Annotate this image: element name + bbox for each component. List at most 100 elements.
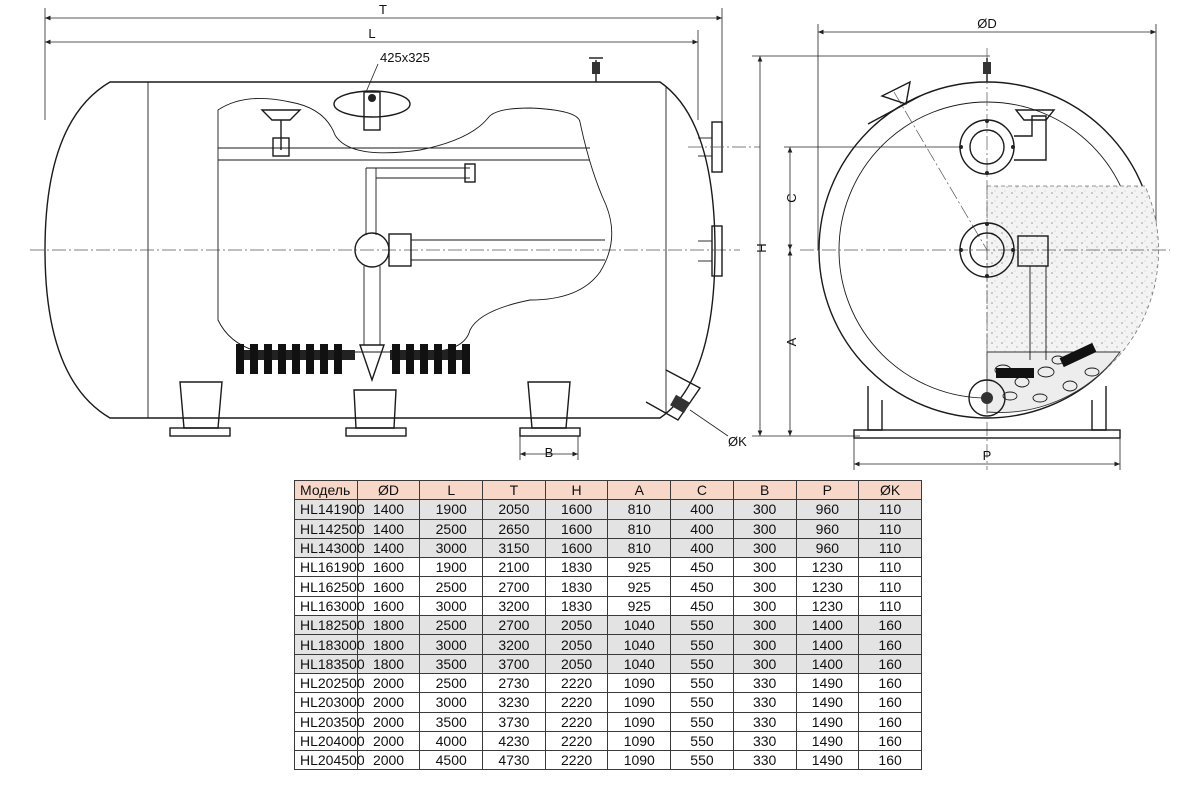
cell-t: 2700	[482, 576, 546, 597]
cell-t: 2700	[482, 615, 546, 636]
cell-c: 550	[670, 634, 734, 655]
cell-k: 160	[858, 672, 922, 694]
col-header-model: Модель	[294, 479, 358, 501]
cell-p: 1400	[795, 653, 860, 674]
cell-model: HL163000	[294, 595, 365, 617]
dim-label-t: T	[379, 2, 387, 17]
table-header-row: Модель ØD L T H A C B P ØK	[294, 479, 922, 501]
cell-t: 2100	[482, 557, 546, 578]
cell-h: 2220	[544, 692, 609, 713]
cell-model: HL183000	[294, 634, 365, 655]
cell-d: 2000	[356, 730, 421, 752]
cell-t: 3200	[482, 634, 546, 655]
laterals-left	[236, 344, 355, 374]
dim-label-a: A	[784, 337, 799, 346]
cell-b: 300	[732, 653, 797, 674]
cell-model: HL204000	[294, 730, 365, 752]
drain-nozzle: ØK	[645, 369, 747, 449]
dimension-d: ØD	[817, 16, 1157, 250]
cell-b: 300	[732, 595, 797, 617]
cell-p: 1490	[795, 711, 860, 732]
cell-p: 1230	[795, 576, 860, 597]
cell-d: 1600	[356, 595, 421, 617]
dim-label-p: P	[983, 448, 992, 463]
cell-c: 550	[670, 672, 734, 694]
diffuser-icon	[260, 109, 302, 157]
dimension-a: A	[752, 250, 860, 437]
cell-p: 960	[795, 537, 860, 559]
cell-a: 1040	[607, 615, 672, 636]
cell-a: 1040	[607, 634, 672, 655]
cell-l: 2500	[419, 615, 484, 636]
cell-p: 960	[795, 518, 860, 539]
inlet-flange	[688, 121, 760, 173]
cell-c: 550	[670, 615, 734, 636]
cell-c: 450	[670, 576, 734, 597]
cell-t: 3700	[482, 653, 546, 674]
cell-k: 110	[858, 595, 922, 617]
col-header-l: L	[419, 479, 484, 501]
cell-model: HL202500	[294, 672, 365, 694]
col-header-d: ØD	[356, 479, 421, 501]
cell-model: HL203500	[294, 711, 365, 732]
cell-b: 300	[732, 615, 797, 636]
cell-l: 1900	[419, 499, 484, 520]
cell-a: 810	[607, 537, 672, 559]
outlet-flange	[698, 225, 723, 277]
cell-p: 1490	[795, 730, 860, 752]
dim-label-b: B	[545, 445, 554, 460]
cell-d: 2000	[356, 692, 421, 713]
cell-h: 2220	[544, 750, 609, 771]
cell-k: 160	[858, 615, 922, 636]
cell-k: 160	[858, 634, 922, 655]
cell-h: 1830	[544, 557, 609, 578]
cell-t: 3730	[482, 711, 546, 732]
cell-b: 300	[732, 576, 797, 597]
cell-t: 3200	[482, 595, 546, 617]
cell-p: 1230	[795, 557, 860, 578]
cell-b: 330	[732, 692, 797, 713]
cell-model: HL161900	[294, 557, 365, 578]
cell-l: 3000	[419, 537, 484, 559]
dim-label-c: C	[784, 193, 799, 202]
drain-end	[968, 379, 1006, 417]
air-vent-icon	[589, 57, 603, 82]
cell-h: 2050	[544, 634, 609, 655]
cell-a: 1090	[607, 750, 672, 771]
cell-l: 3000	[419, 692, 484, 713]
cell-p: 1230	[795, 595, 860, 617]
upper-nozzle	[959, 109, 1056, 175]
tank-shell	[44, 81, 716, 419]
manhole-end-icon	[867, 80, 921, 125]
manhole-icon	[333, 90, 411, 131]
cutaway-outline	[217, 97, 613, 353]
cell-c: 450	[670, 595, 734, 617]
col-header-k: ØK	[858, 479, 922, 501]
cell-k: 110	[858, 557, 922, 578]
cell-model: HL143000	[294, 537, 365, 559]
cell-h: 1830	[544, 595, 609, 617]
cell-a: 925	[607, 557, 672, 578]
cell-h: 2220	[544, 672, 609, 694]
col-header-c: C	[670, 479, 734, 501]
col-header-h: H	[544, 479, 609, 501]
cell-k: 110	[858, 499, 922, 520]
end-view: ØD H C A	[752, 16, 1170, 470]
support-legs	[169, 381, 581, 437]
cell-model: HL142500	[294, 518, 365, 539]
cell-d: 1400	[356, 499, 421, 520]
cell-l: 2500	[419, 518, 484, 539]
cell-c: 550	[670, 653, 734, 674]
cell-k: 110	[858, 576, 922, 597]
cell-l: 4500	[419, 750, 484, 771]
cell-c: 550	[670, 692, 734, 713]
cell-d: 2000	[356, 750, 421, 771]
cell-h: 1830	[544, 576, 609, 597]
